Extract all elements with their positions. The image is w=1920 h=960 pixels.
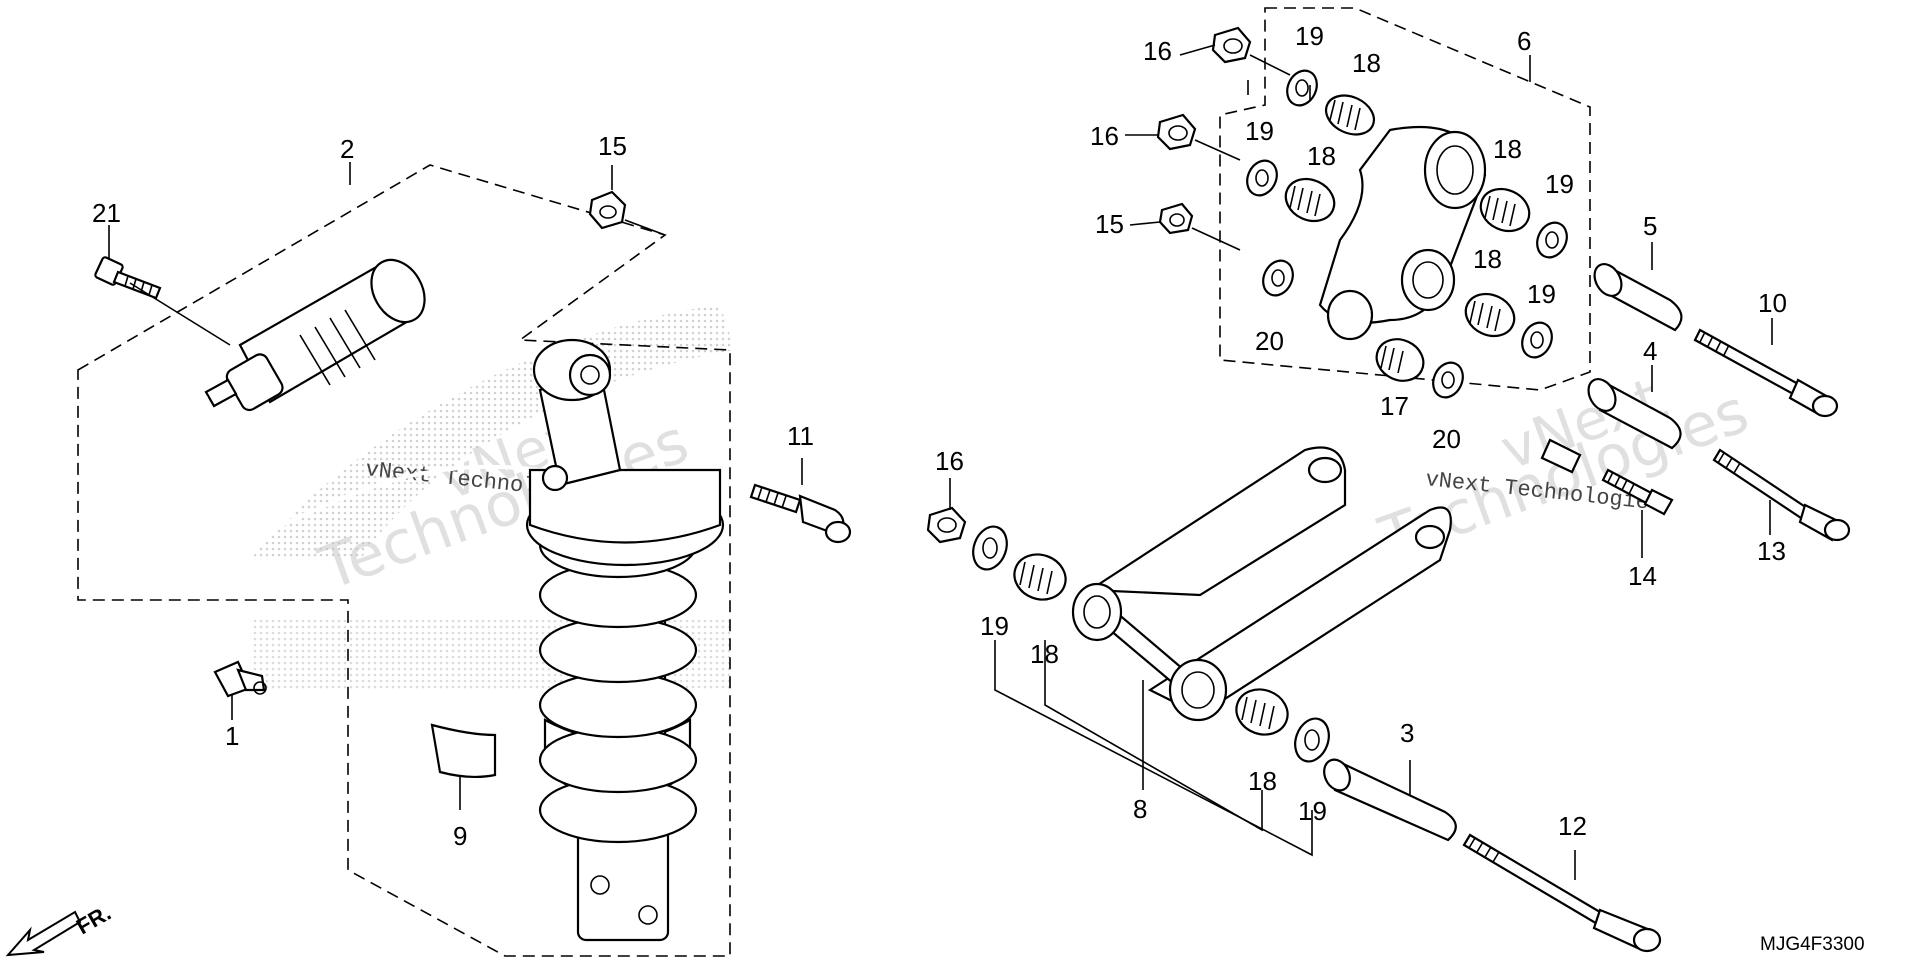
callout-18-e: 18 [1030,639,1059,669]
dust-seal-19-e [972,525,1008,571]
needle-bearing-18-c [1479,187,1531,233]
nut-16-mid [1156,113,1197,151]
callout-18-b: 18 [1307,141,1336,171]
callout-9: 9 [453,821,467,851]
callout-20-a: 20 [1255,326,1284,356]
group-outline-cushion-arm [1219,7,1591,391]
collar-small [1540,438,1582,474]
callout-15-left: 15 [598,131,627,161]
nut-16-top [1211,26,1252,64]
dust-seal-19-f [1294,717,1330,763]
collar-5 [1603,262,1683,332]
needle-bearing-18-b [1284,177,1336,223]
front-direction-marker: FR. [5,900,115,957]
dust-seal-19-a [1286,69,1318,107]
callout-12: 12 [1558,811,1587,841]
collar-4 [1598,378,1682,450]
watermark-logo-wing [250,305,735,560]
callout-19-a: 19 [1295,21,1324,51]
callout-16-lower: 16 [935,446,964,476]
callout-18-a: 18 [1352,48,1381,78]
callout-10: 10 [1758,288,1787,318]
cushion-protector [430,723,497,779]
callout-3: 3 [1400,718,1414,748]
callout-11: 11 [787,421,814,451]
nut-15-right [1158,202,1194,235]
callout-15-right: 15 [1095,209,1124,239]
needle-bearing-18-a [1324,94,1376,136]
dust-seal-20-a [1262,259,1294,297]
callout-16-mid: 16 [1090,121,1119,151]
callout-19-e: 19 [980,611,1009,641]
bolt-13 [1712,448,1851,542]
callout-19-d: 19 [1527,279,1556,309]
front-label: FR. [72,900,115,939]
callout-16-top: 16 [1143,36,1172,66]
callout-19-f: 19 [1298,796,1327,826]
needle-bearing-17 [1375,338,1425,382]
needle-bearing-18-f [1235,688,1289,736]
callout-18-f: 18 [1248,766,1277,796]
callout-labels: 2 21 15 11 1 9 16 19 18 6 16 19 18 18 19… [92,21,1787,851]
bolt-10 [1693,328,1839,418]
bolt-11 [749,483,852,544]
callout-19-b: 19 [1245,116,1274,146]
front-arrow-icon [5,910,82,957]
dust-seal-19-b [1246,159,1278,197]
bolt-14 [1601,468,1674,516]
diagram-code: MJG4F3300 [1760,934,1865,955]
bolt-12 [1462,833,1662,953]
callout-18-c: 18 [1493,134,1522,164]
rear-shock-absorber [525,338,725,942]
needle-bearing-18-e [1013,553,1067,601]
cushion-connecting-rod [1071,446,1452,722]
callout-4: 4 [1643,336,1657,366]
callout-1: 1 [225,721,239,751]
callout-2: 2 [340,134,354,164]
preload-adjuster [204,258,426,412]
bolt-21 [94,256,162,300]
nut-16-lower [926,506,967,544]
collar-3 [1333,758,1457,842]
callout-21: 21 [92,198,121,228]
needle-bearing-18-d [1464,292,1516,338]
callout-19-c: 19 [1545,169,1574,199]
callout-13: 13 [1757,536,1786,566]
cushion-arm [1318,125,1487,341]
dust-seal-20-b [1432,361,1464,399]
dust-seal-19-c [1536,221,1568,259]
callout-5: 5 [1643,211,1657,241]
group-outline-shock [77,164,731,957]
callout-17: 17 [1380,391,1409,421]
adjuster-hose-inner [147,396,541,545]
callout-8: 8 [1133,794,1147,824]
nut-15-left [588,190,627,230]
hose-clamp [213,660,267,698]
dust-seal-19-d [1521,321,1553,359]
callout-20-b: 20 [1432,424,1461,454]
callout-18-d: 18 [1473,244,1502,274]
leader-lines [108,44,1773,880]
callout-6: 6 [1517,26,1531,56]
callout-14: 14 [1628,561,1657,591]
